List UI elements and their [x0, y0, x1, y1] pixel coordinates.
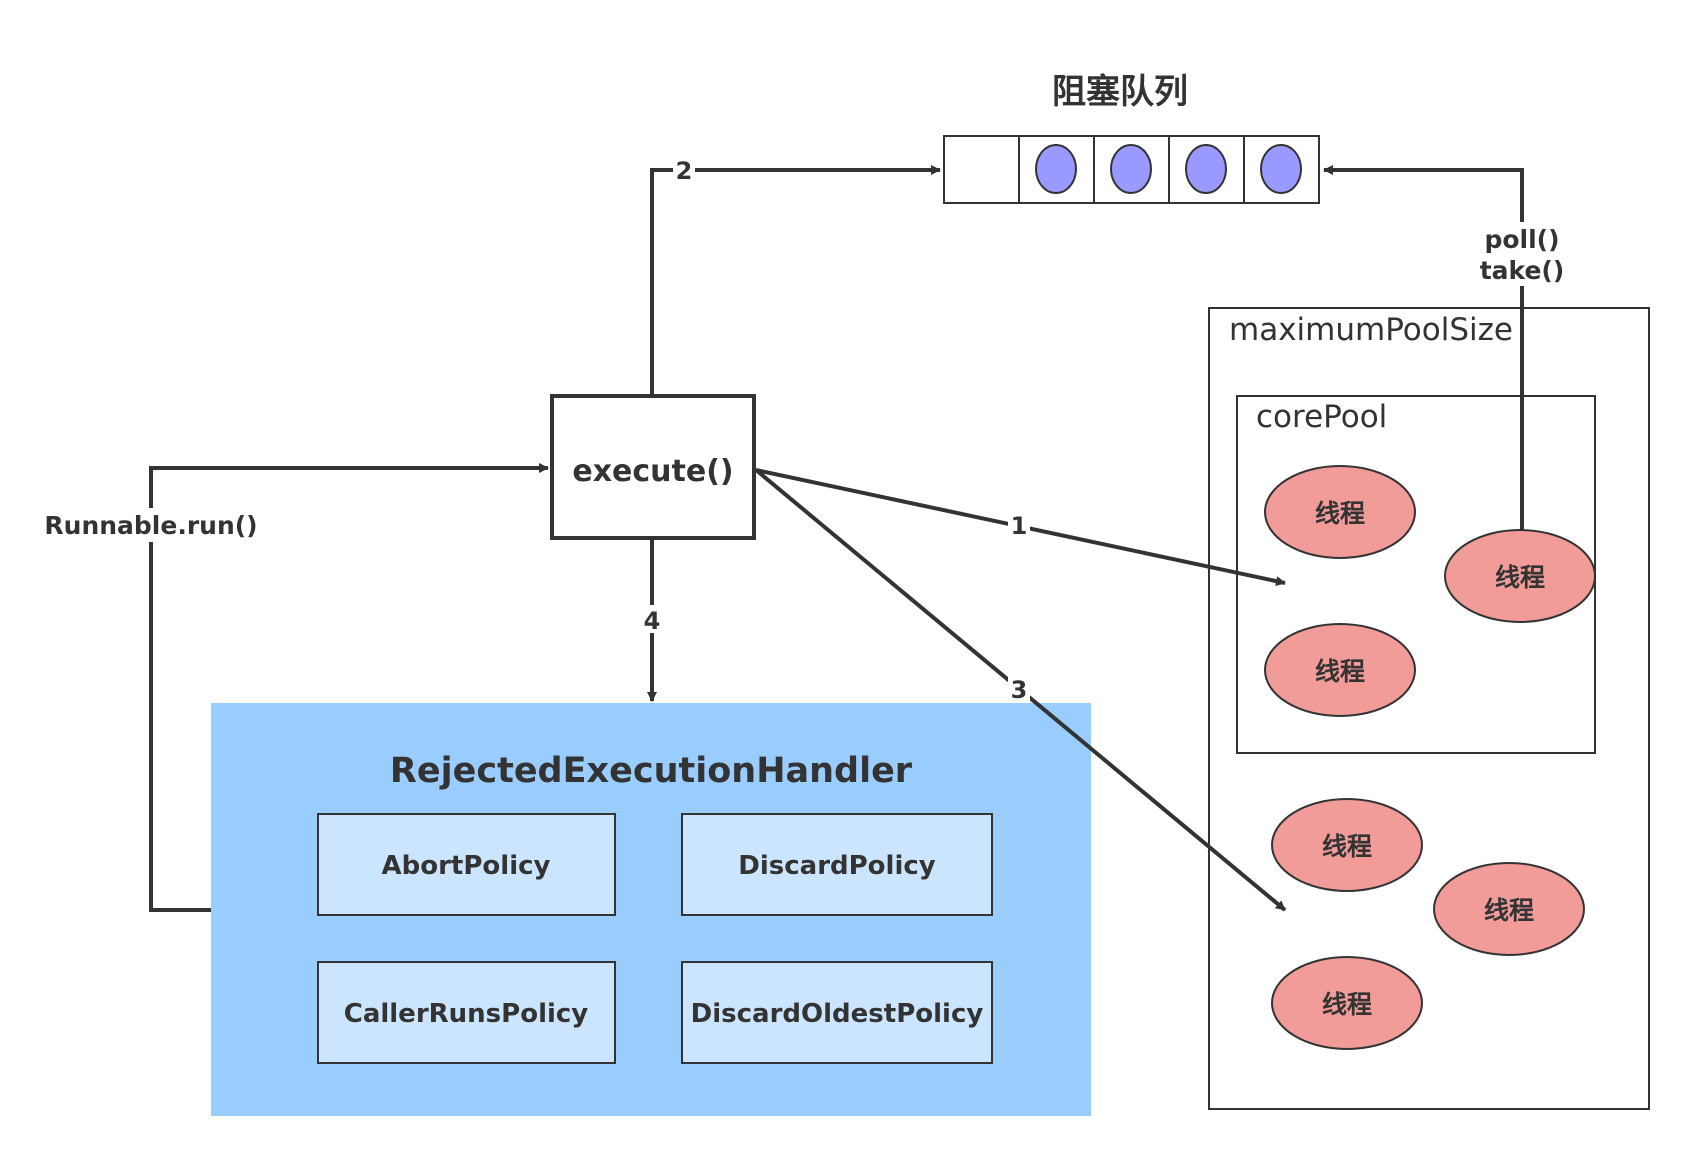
execute-label: execute()	[572, 454, 733, 489]
queue-item	[1185, 144, 1227, 194]
edge-label-bg	[1482, 222, 1562, 286]
thread-core-1: 线程	[1264, 465, 1416, 559]
thread-extra-1: 线程	[1271, 798, 1423, 892]
thread-ellipse	[1264, 465, 1416, 559]
queue-title: 阻塞队列	[1052, 72, 1188, 112]
thread-label: 线程	[1315, 657, 1365, 686]
policy-box	[317, 813, 616, 916]
core-pool-label: corePool	[1256, 399, 1387, 435]
thread-label: 线程	[1484, 896, 1534, 925]
edge-label-bg	[1008, 673, 1030, 703]
thread-label: 线程	[1322, 990, 1372, 1019]
thread-ellipse	[1264, 623, 1416, 717]
execute-box	[550, 394, 756, 540]
policy-abort: AbortPolicy	[317, 813, 616, 916]
policy-box	[317, 961, 616, 1064]
edge-label-take: take()	[1480, 256, 1565, 285]
edge-poll-take	[1323, 165, 1524, 530]
edge-to-queue	[650, 165, 941, 396]
policy-box	[681, 961, 993, 1064]
edge-label-step4: 4	[644, 607, 661, 635]
policy-caller-runs: CallerRunsPolicy	[317, 961, 616, 1064]
queue-item	[1110, 144, 1152, 194]
queue-item	[1035, 144, 1077, 194]
edge-label-step3: 3	[1011, 676, 1028, 704]
maximum-pool-label: maximumPoolSize	[1229, 312, 1513, 348]
edge-label-bg	[1008, 511, 1030, 539]
queue-slot	[943, 135, 1020, 204]
edge-label-poll: poll()	[1484, 225, 1559, 254]
edge-label-bg	[50, 508, 255, 542]
thread-core-3: 线程	[1444, 529, 1596, 623]
thread-label: 线程	[1322, 832, 1372, 861]
policy-label: AbortPolicy	[382, 851, 551, 881]
edge-label-bg	[641, 605, 663, 633]
queue-item	[1260, 144, 1302, 194]
blocking-queue	[943, 135, 1320, 204]
thread-label: 线程	[1315, 499, 1365, 528]
policy-box	[681, 813, 993, 916]
thread-ellipse	[1271, 798, 1423, 892]
thread-extra-3: 线程	[1271, 956, 1423, 1050]
thread-label: 线程	[1495, 563, 1545, 592]
edge-label-step1: 1	[1011, 512, 1028, 540]
policy-label: CallerRunsPolicy	[344, 999, 589, 1029]
thread-ellipse	[1271, 956, 1423, 1050]
policy-label: DiscardOldestPolicy	[691, 999, 984, 1029]
maximum-pool-box	[1208, 307, 1650, 1110]
thread-core-2: 线程	[1264, 623, 1416, 717]
thread-extra-2: 线程	[1433, 862, 1585, 956]
policy-discard-oldest: DiscardOldestPolicy	[681, 961, 993, 1064]
policy-discard: DiscardPolicy	[681, 813, 993, 916]
edge-label-step2: 2	[676, 157, 693, 185]
edge-label-runnable: Runnable.run()	[44, 511, 257, 540]
thread-ellipse	[1433, 862, 1585, 956]
rejected-handler-title: RejectedExecutionHandler	[390, 751, 913, 791]
policy-label: DiscardPolicy	[738, 851, 936, 881]
edge-runnable-run	[149, 463, 549, 912]
edge-label-bg	[673, 156, 695, 184]
